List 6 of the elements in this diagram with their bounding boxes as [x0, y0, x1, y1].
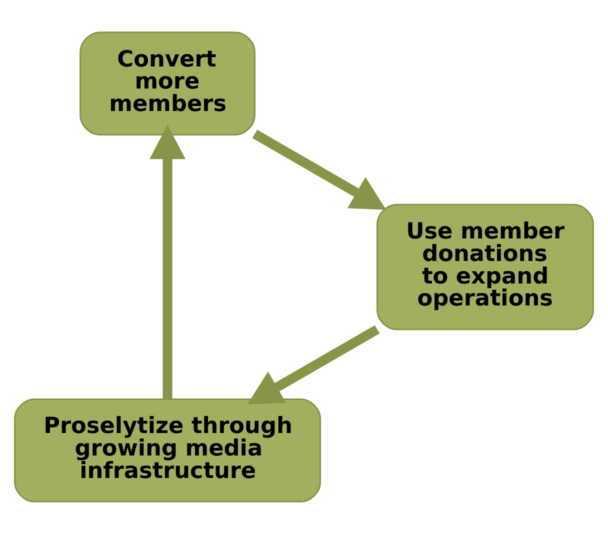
arrow [150, 124, 186, 399]
node-box: Proselytize through growing media infrastructure [14, 398, 322, 502]
node-box: Convert more members [80, 32, 256, 136]
node-box: Use member donations to expand operations [376, 204, 594, 330]
arrow [252, 130, 386, 210]
arrow [247, 325, 380, 404]
